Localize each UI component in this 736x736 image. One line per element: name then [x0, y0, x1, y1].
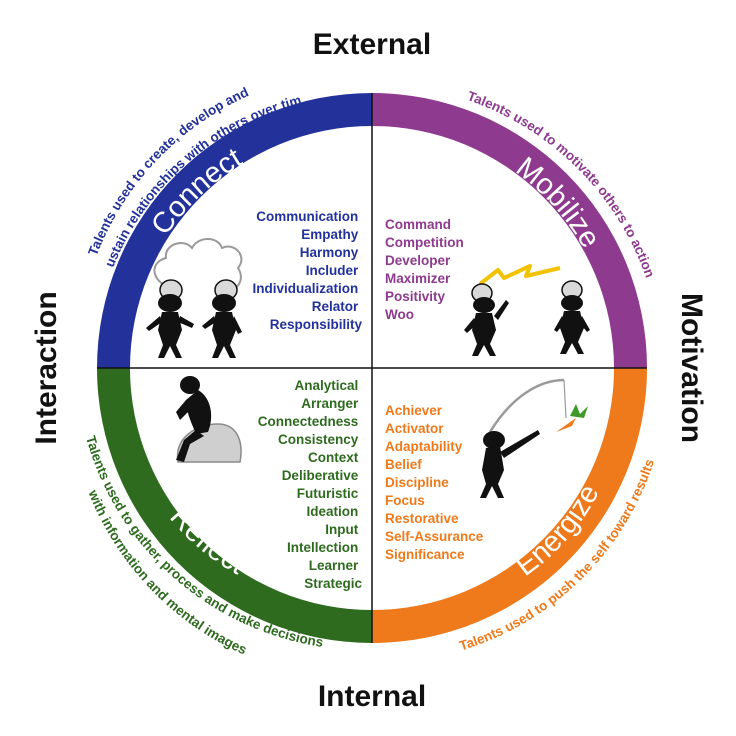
- talent-item: Intellection: [287, 540, 358, 555]
- talent-item: Woo: [385, 307, 414, 322]
- talent-item: Adaptability: [385, 439, 463, 454]
- talent-list-energize: Achiever Activator Adaptability Belief D…: [385, 403, 487, 562]
- talent-item: Self-Assurance: [385, 529, 484, 544]
- talent-item: Competition: [385, 235, 464, 250]
- talent-item: Relator: [312, 299, 359, 314]
- ring-connect: [97, 93, 372, 368]
- thinker-on-rock-icon: [176, 376, 242, 463]
- talent-item: Includer: [306, 263, 359, 278]
- talent-item: Focus: [385, 493, 425, 508]
- lightning-linked-stick-figures-icon: [464, 264, 590, 356]
- carrot-on-stick-figure-icon: [480, 378, 588, 498]
- talent-list-mobilize: Command Competition Developer Maximizer …: [385, 217, 468, 322]
- ring-energize: [372, 368, 647, 643]
- two-connected-stick-figures-icon: [146, 238, 243, 358]
- talent-item: Learner: [309, 558, 359, 573]
- talent-item: Consistency: [278, 432, 359, 447]
- talent-item: Maximizer: [385, 271, 451, 286]
- talent-item: Empathy: [301, 227, 359, 242]
- talent-item: Command: [385, 217, 451, 232]
- talent-item: Communication: [256, 209, 358, 224]
- talent-item: Individualization: [252, 281, 358, 296]
- talent-item: Arranger: [301, 396, 359, 411]
- axis-label-external: External: [313, 28, 431, 61]
- talent-list-connect: Communication Empathy Harmony Includer I…: [252, 209, 362, 332]
- axis-label-internal: Internal: [318, 680, 426, 713]
- talent-list-reflect: Analytical Arranger Connectedness Consis…: [258, 378, 363, 591]
- axis-label-interaction: Interaction: [30, 291, 63, 444]
- talent-item: Discipline: [385, 475, 449, 490]
- ring-mobilize: [372, 93, 647, 368]
- talent-item: Belief: [385, 457, 422, 472]
- talent-item: Significance: [385, 547, 465, 562]
- axis-label-motivation: Motivation: [675, 293, 708, 443]
- talent-item: Responsibility: [270, 317, 363, 332]
- talent-item: Ideation: [306, 504, 358, 519]
- talent-item: Strategic: [304, 576, 362, 591]
- talent-item: Context: [308, 450, 359, 465]
- talent-item: Deliberative: [282, 468, 359, 483]
- talent-item: Input: [325, 522, 358, 537]
- talent-item: Achiever: [385, 403, 443, 418]
- ring-reflect: [97, 368, 372, 643]
- talent-item: Activator: [385, 421, 444, 436]
- talent-item: Analytical: [294, 378, 358, 393]
- wheel-ring: [97, 93, 647, 643]
- talent-item: Positivity: [385, 289, 446, 304]
- talent-item: Futuristic: [297, 486, 359, 501]
- talent-item: Connectedness: [258, 414, 359, 429]
- talent-item: Restorative: [385, 511, 459, 526]
- talent-item: Developer: [385, 253, 451, 268]
- talent-item: Harmony: [300, 245, 359, 260]
